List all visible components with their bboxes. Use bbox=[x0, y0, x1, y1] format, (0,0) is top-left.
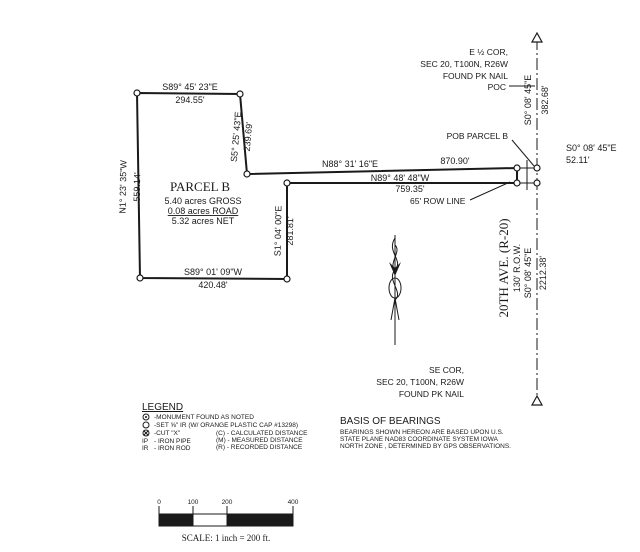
legend-item-2: -SET ⅝" IR (W/ ORANGE PLASTIC CAP #13298… bbox=[154, 422, 298, 429]
west-line-distance: 559.14' bbox=[132, 172, 143, 202]
row-leader bbox=[469, 181, 511, 201]
cut-x-icon bbox=[142, 429, 150, 437]
west-line-bearing: N1° 23' 35"W bbox=[118, 160, 129, 214]
scale-tick-400: 400 bbox=[288, 499, 299, 506]
monument-pob bbox=[513, 164, 521, 172]
inner-east-bearing: S1° 04' 00"E bbox=[273, 206, 284, 257]
north-line-distance: 294.55' bbox=[175, 95, 205, 105]
scale-tick-200: 200 bbox=[222, 499, 233, 506]
e-quarter-corner-line2: SEC 20, T100N, R26W bbox=[420, 59, 508, 69]
ne-line-bearing: S5° 25' 43"E bbox=[229, 111, 243, 162]
scale-tick-100: 100 bbox=[188, 499, 199, 506]
north-line-bearing: S89° 45' 23"E bbox=[162, 82, 218, 92]
legend-item-4: - IRON PIPE bbox=[154, 438, 192, 445]
scale-label: SCALE: 1 inch = 200 ft. bbox=[182, 533, 271, 543]
south-line-distance: 420.48' bbox=[198, 280, 228, 290]
scale-bar bbox=[158, 506, 294, 527]
pob-leader bbox=[511, 139, 535, 167]
parcel-name: PARCEL B bbox=[170, 179, 230, 194]
legend-dist-2: (M) - MEASURED DISTANCE bbox=[216, 437, 303, 444]
legend-item-1: -MONUMENT FOUND AS NOTED bbox=[154, 414, 254, 421]
legend-sym-5: IR bbox=[142, 445, 149, 452]
section-corner-north-icon bbox=[530, 31, 544, 43]
pob-label: POB PARCEL B bbox=[447, 131, 509, 141]
road-name: 20TH AVE. (R-20) bbox=[496, 218, 511, 317]
scale-tick-0: 0 bbox=[157, 499, 161, 506]
sec-short-distance: 52.11' bbox=[566, 155, 590, 165]
neck-bottom-distance: 759.35' bbox=[395, 184, 425, 194]
neck-top-distance: 870.90' bbox=[440, 156, 470, 166]
ne-line-distance: 239.69' bbox=[242, 121, 255, 151]
monument-found-icon-dot bbox=[145, 416, 147, 418]
legend-title: LEGEND bbox=[142, 402, 183, 413]
neck-top-bearing: N88° 31' 16"E bbox=[322, 159, 378, 169]
monument-sw-inner bbox=[283, 275, 291, 283]
basis-title: BASIS OF BEARINGS bbox=[340, 416, 441, 427]
poc-label: POC bbox=[488, 82, 506, 92]
sec-short-bearing: S0° 08' 45"E bbox=[566, 143, 617, 153]
basis-line-1: BEARINGS SHOWN HEREON ARE BASED UPON U.S… bbox=[340, 429, 504, 436]
monument-sw bbox=[136, 274, 144, 282]
set-iron-rod-icon bbox=[142, 421, 150, 429]
parcel-gross: 5.40 acres GROSS bbox=[164, 196, 241, 206]
sec-upper-bearing: S0° 08' 45"E bbox=[523, 75, 533, 126]
row-line-label: 65' ROW LINE bbox=[410, 196, 466, 206]
monument-inner bbox=[283, 179, 291, 187]
parcel-net: 5.32 acres NET bbox=[172, 216, 235, 226]
legend-dist-1: (C) - CALCULATED DISTANCE bbox=[216, 430, 308, 437]
neck-bottom-bearing: N89° 48' 48"W bbox=[371, 173, 430, 183]
monument-row bbox=[513, 179, 521, 187]
basis-line-3: NORTH ZONE , DETERMINED BY GPS OBSERVATI… bbox=[340, 443, 511, 450]
sec-lower-bearing: S0° 08' 45"E bbox=[523, 248, 533, 299]
monument-sec-a bbox=[533, 164, 541, 172]
legend-sym-4: IP bbox=[142, 438, 148, 445]
sec-upper-distance: 382.68' bbox=[540, 85, 550, 115]
legend-item-3: -CUT "X" bbox=[154, 430, 181, 437]
e-quarter-corner-line3: FOUND PK NAIL bbox=[443, 71, 508, 81]
legend-dist-3: (R) - RECORDED DISTANCE bbox=[216, 444, 303, 451]
monument-neck bbox=[243, 170, 251, 178]
se-corner-line2: SEC 20, T100N, R26W bbox=[376, 377, 464, 387]
sec-lower-distance: 2212.38' bbox=[538, 256, 548, 291]
inner-east-distance: 281.81' bbox=[285, 216, 296, 246]
monument-sec-b bbox=[533, 179, 541, 187]
legend-item-5: - IRON ROD bbox=[154, 445, 191, 452]
monument-ne bbox=[236, 90, 244, 98]
monument-found-icon bbox=[142, 413, 150, 421]
se-corner-line1: SE COR, bbox=[429, 365, 464, 375]
monument-nw bbox=[133, 89, 141, 97]
north-arrow-icon bbox=[388, 235, 402, 345]
parcel-road: 0.08 acres ROAD bbox=[168, 206, 239, 216]
e-quarter-corner-line1: E ½ COR, bbox=[469, 47, 508, 57]
se-corner-line3: FOUND PK NAIL bbox=[399, 389, 464, 399]
road-row: 130' R.O.W. bbox=[512, 244, 522, 292]
basis-line-2: STATE PLANE NAD83 COORDINATE SYSTEM IOWA bbox=[340, 436, 499, 443]
section-corner-south-icon bbox=[530, 394, 544, 406]
south-line-bearing: S89° 01' 09"W bbox=[184, 267, 243, 277]
